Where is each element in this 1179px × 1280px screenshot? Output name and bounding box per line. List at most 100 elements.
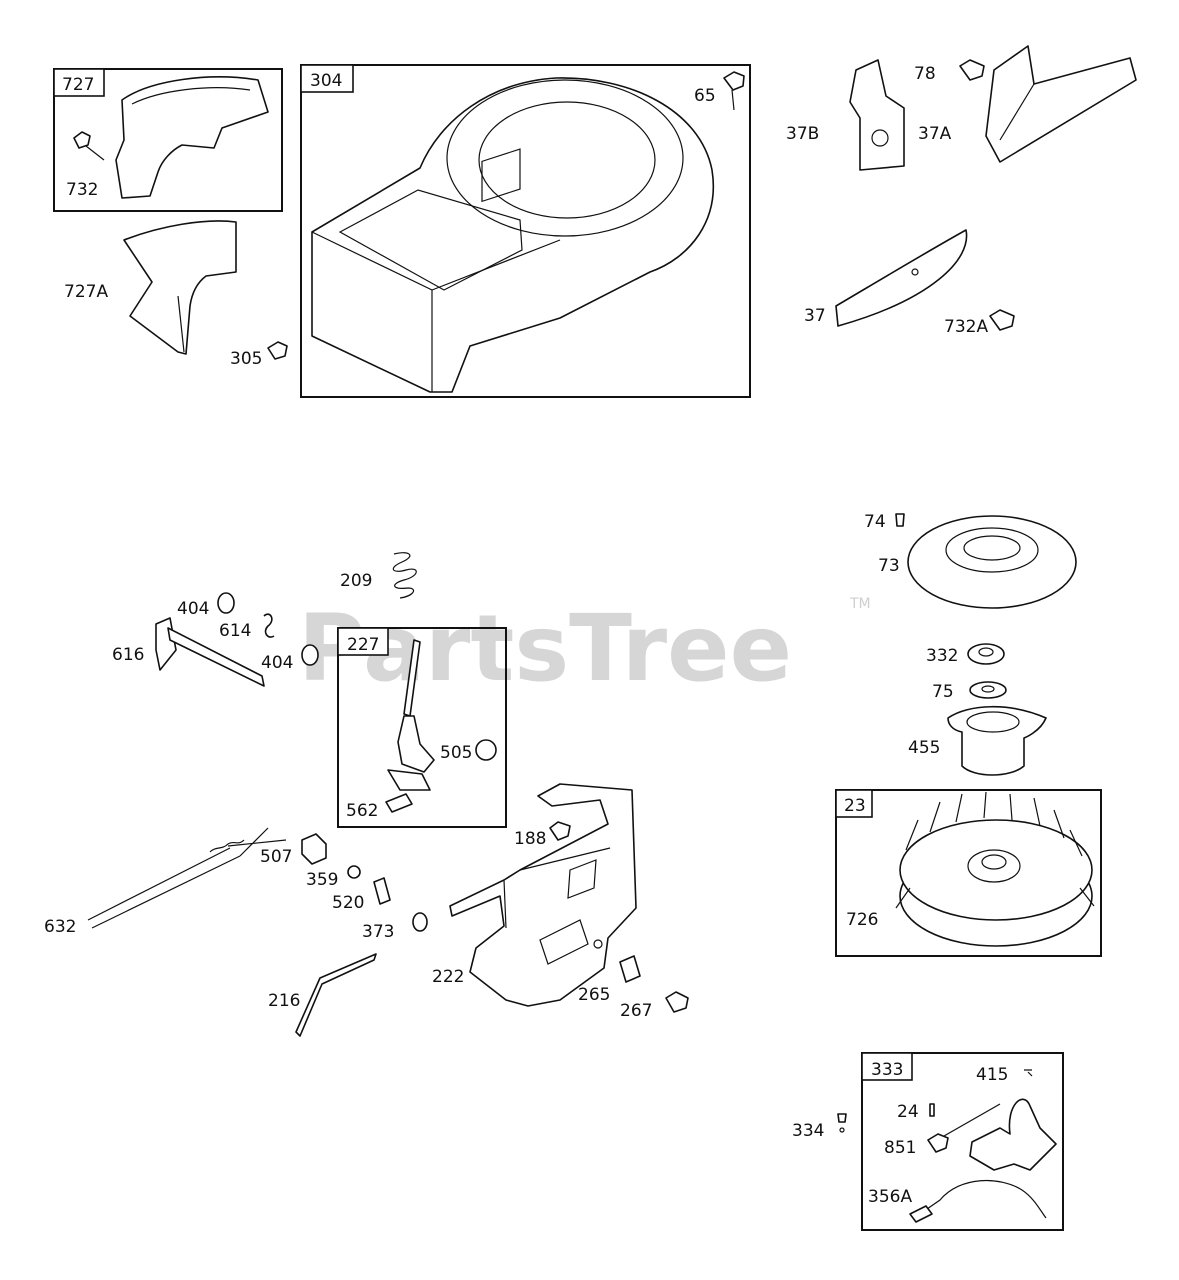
part-305-group[interactable]: 305 [230,341,288,369]
part-727A-group[interactable]: 727A [64,220,237,355]
part-label-851: 851 [884,1138,916,1158]
part-label-727A: 727A [64,282,108,302]
part-332-group[interactable]: 332 [926,643,1005,666]
part-37-group[interactable]: 37 [804,229,968,327]
part-label-562: 562 [346,801,378,821]
part-label-209: 209 [340,571,372,591]
assembly-23-label: 23 [844,796,866,816]
part-label-616: 616 [112,645,144,665]
assembly-333-group[interactable]: 333 415 24 851 356A [861,1052,1064,1231]
part-404a-group[interactable]: 404 [177,592,235,619]
part-label-356A: 356A [868,1187,912,1207]
part-267-group[interactable]: 267 [620,991,689,1021]
screw-305-illustration [267,341,288,360]
screw-732A-illustration [989,309,1015,331]
assembly-727-box [53,68,283,212]
assembly-227-group[interactable]: 227 505 562 [337,627,507,828]
part-37A-group[interactable]: 37A [918,45,1137,163]
part-label-507: 507 [260,847,292,867]
baffle-727A-illustration [123,220,237,355]
part-216-group[interactable]: 216 [268,953,377,1037]
screw-78-illustration [959,59,985,81]
assembly-727-label: 727 [62,75,94,95]
part-188-group[interactable]: 188 [514,821,571,849]
nut-332-illustration [967,643,1005,665]
part-78-group[interactable]: 78 [914,59,985,84]
part-265-group[interactable]: 265 [578,955,641,1005]
part-label-37A: 37A [918,124,952,144]
part-373-group[interactable]: 373 [362,912,428,942]
washer-75-illustration [969,681,1007,699]
clamp-265-illustration [619,955,641,983]
part-label-404-lower: 404 [261,653,293,673]
governor-shaft-616-illustration [155,617,177,671]
assembly-23-box [835,789,1102,957]
assembly-333-label: 333 [871,1060,903,1080]
assembly-304-group[interactable]: 304 65 [300,64,751,398]
washer-404-lower-illustration [301,644,319,666]
assembly-227-label: 227 [347,635,379,655]
part-label-332: 332 [926,646,958,666]
bracket-37A-illustration [985,45,1137,163]
assembly-727-group[interactable]: 727 732 [53,68,283,212]
part-label-216: 216 [268,991,300,1011]
part-222-group[interactable]: 222 [432,783,637,1007]
part-507-group[interactable]: 507 [260,833,327,867]
part-37B-group[interactable]: 37B [786,59,905,171]
assembly-227-box [337,627,507,828]
assembly-227-tab [337,627,389,656]
part-label-75: 75 [932,682,954,702]
part-label-359: 359 [306,870,338,890]
part-label-334: 334 [792,1121,824,1141]
clip-520-illustration [373,877,391,905]
assembly-333-tab [861,1052,913,1081]
baffle-727-illustration [115,76,269,199]
part-732A-group[interactable]: 732A [944,309,1015,337]
pin-24-illustration [929,1103,935,1117]
part-label-267: 267 [620,1001,652,1021]
assembly-304-tab [300,64,354,93]
part-334-group[interactable]: 334 [792,1113,847,1141]
part-label-188: 188 [514,829,546,849]
screw-74-illustration [895,513,905,527]
bracket-37B-illustration [849,59,905,171]
part-label-74: 74 [864,512,886,532]
part-label-373: 373 [362,922,394,942]
nut-373-illustration [412,912,428,932]
assembly-23-group[interactable]: 23 726 [835,789,1102,957]
part-label-726: 726 [846,910,878,930]
blower-housing-illustration [311,77,715,393]
part-209-group[interactable]: 209 [340,552,417,599]
pin-334-illustration [837,1113,847,1123]
link-216-illustration [295,953,377,1037]
air-guide-37-illustration [835,229,968,327]
clamp-507-illustration [301,833,327,865]
part-455-group[interactable]: 455 [908,705,1047,776]
part-label-455: 455 [908,738,940,758]
part-label-305: 305 [230,349,262,369]
part-632-group[interactable]: 632 [44,827,287,937]
part-359-group[interactable]: 359 [306,865,361,890]
armature-333-illustration [969,1098,1057,1171]
nut-359-illustration [347,865,361,879]
assembly-304-box [300,64,751,398]
wire-356A-illustration [913,1179,1047,1219]
part-label-732[interactable]: 732 [66,180,98,200]
part-404b-group[interactable]: 404 [261,644,319,673]
part-614-group[interactable]: 614 [219,613,275,641]
part-74-group[interactable]: 74 [864,512,905,532]
starter-cup-455-illustration [947,705,1047,776]
bolt-562-illustration [385,793,413,813]
control-bracket-222-illustration [449,783,637,1007]
clip-415-illustration [1024,1069,1033,1077]
assembly-727-tab [53,68,105,97]
part-75-group[interactable]: 75 [932,681,1007,702]
part-616-group[interactable]: 616 [112,617,265,687]
part-73-group[interactable]: 73 [878,515,1077,609]
screw-188-illustration [549,821,571,841]
part-label-65: 65 [694,86,716,106]
part-label-265: 265 [578,985,610,1005]
assembly-304-label: 304 [310,71,342,91]
part-520-group[interactable]: 520 [332,877,391,913]
